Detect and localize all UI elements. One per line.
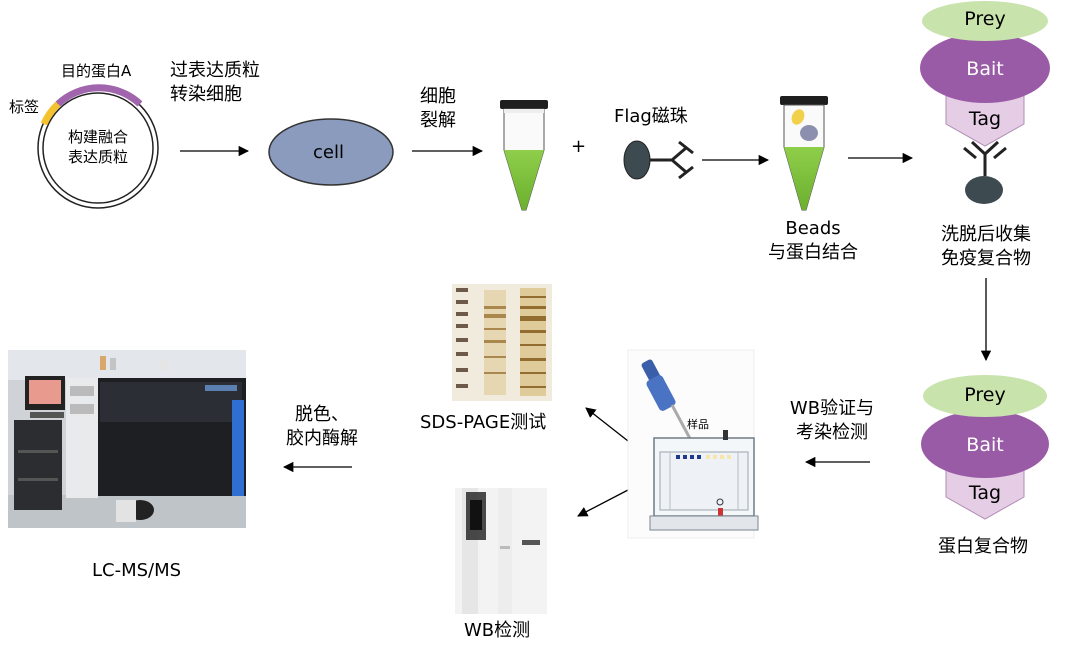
beads-tube — [780, 96, 828, 211]
protein-complex-mid — [921, 375, 1049, 520]
tag-label: 标签 — [9, 98, 40, 116]
flag-beads-label: Flag磁珠 — [614, 106, 688, 127]
lcms-label: LC-MS/MS — [92, 560, 182, 581]
plasmid-center-line1: 构建融合 — [67, 128, 128, 146]
tag-label-mid: Tag — [968, 482, 1002, 504]
plus-sign: + — [571, 136, 587, 157]
plasmid-diagram — [37, 84, 159, 209]
beads-label-line2: 与蛋白结合 — [768, 242, 858, 263]
prey-label-top: Prey — [964, 8, 1006, 30]
flow-arrows — [180, 145, 992, 517]
wb-blot-image — [455, 488, 547, 614]
transfect-label-line1: 过表达质粒 — [170, 60, 260, 81]
protein-segment — [55, 84, 143, 107]
cell-shape — [268, 118, 394, 186]
prey-label-mid: Prey — [964, 384, 1006, 406]
bait-label-mid: Bait — [966, 434, 1004, 456]
electrophoresis-apparatus — [627, 349, 759, 539]
plasmid-inner-ring — [42, 92, 154, 204]
immune-complex-top — [920, 1, 1050, 204]
destain-label-line1: 脱色、 — [295, 404, 349, 425]
arrow-to-sds-page — [585, 407, 629, 442]
bait-label-top: Bait — [966, 58, 1004, 80]
elute-label-line2: 免疫复合物 — [941, 248, 1031, 269]
cell-label: cell — [313, 142, 344, 163]
tag-label-top: Tag — [968, 108, 1002, 130]
lysis-label-line2: 裂解 — [420, 110, 456, 131]
lysis-label-line1: 细胞 — [420, 86, 456, 107]
flag-bead-icon — [623, 140, 694, 180]
sample-label: 样品 — [687, 418, 709, 431]
plasmid-center-line2: 表达质粒 — [67, 148, 128, 166]
protein-complex-label: 蛋白复合物 — [938, 536, 1028, 557]
destain-label-line2: 胶内酶解 — [286, 428, 358, 449]
sds-page-label: SDS-PAGE测试 — [420, 412, 547, 433]
lysate-tube — [500, 100, 548, 211]
wb-verify-label-line1: WB验证与 — [789, 398, 875, 419]
elute-label-line1: 洗脱后收集 — [941, 224, 1031, 245]
protein-a-label: 目的蛋白A — [61, 62, 132, 80]
tag-segment — [40, 101, 61, 126]
wb-detect-label: WB检测 — [464, 620, 531, 641]
wb-verify-label-line2: 考染检测 — [796, 422, 868, 443]
lcms-instrument-photo — [8, 350, 246, 528]
arrow-to-wb — [577, 489, 629, 517]
beads-label-line1: Beads — [785, 218, 841, 239]
transfect-label-line2: 转染细胞 — [170, 84, 242, 105]
sds-page-gel-image — [452, 284, 552, 401]
